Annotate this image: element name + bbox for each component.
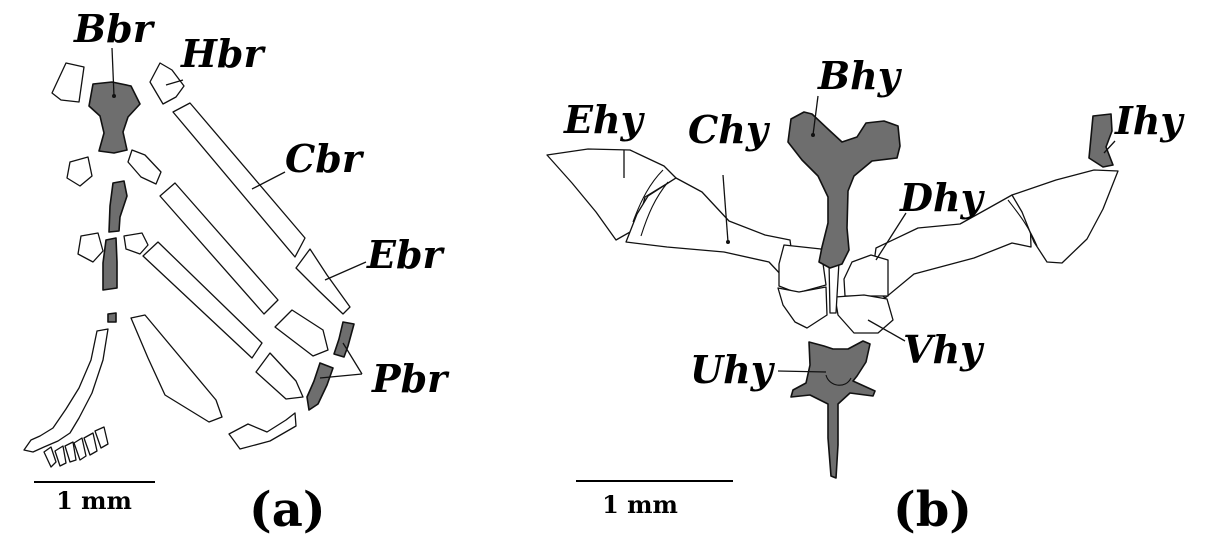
label-bhy: Bhy: [817, 53, 903, 98]
label-ehy: Ehy: [563, 97, 646, 142]
label-ihy: Ihy: [1114, 98, 1185, 143]
leader-pbr-1: [343, 343, 362, 374]
leader-ebr: [325, 262, 366, 280]
label-ebr: Ebr: [366, 232, 446, 277]
panel-label-a: (a): [249, 482, 326, 538]
bone-a-pharyngobranchial-2: [307, 363, 333, 410]
label-bbr: Bbr: [73, 6, 156, 51]
scale-bar-b-label: 1 mm: [602, 490, 678, 519]
bone-a-epibranchial-2: [275, 310, 328, 356]
label-hbr: Hbr: [180, 31, 266, 76]
label-pbr: Pbr: [371, 356, 450, 401]
bone-a-small-dot: [108, 313, 116, 322]
bone-a-basibranchial-2: [109, 181, 127, 232]
bone-b-urohyal: [791, 341, 875, 478]
scale-bar-a-label: 1 mm: [56, 486, 132, 515]
label-vhy: Vhy: [903, 327, 985, 372]
label-chy: Chy: [688, 107, 771, 152]
bone-a-epibranchial-1: [296, 249, 350, 314]
bone-a-ceratobranchial-4: [131, 315, 222, 422]
bone-a-hypobranchial-5: [124, 233, 148, 254]
panel-a: Bbr Hbr Cbr Ebr Pbr 1 mm (a): [24, 6, 450, 538]
bone-a-basibranchial-3: [103, 238, 117, 290]
bone-a-top-left-nub: [52, 63, 84, 102]
label-dhy: Dhy: [899, 175, 986, 220]
bone-b-hypohyal-left-upper: [779, 245, 826, 293]
bone-a-hypobranchial-1: [150, 63, 184, 104]
panel-b: Ehy Chy Bhy Ihy Dhy Vhy Uhy 1 mm (b): [547, 53, 1185, 538]
panel-label-b: (b): [893, 482, 972, 538]
bone-a-hypobranchial-2: [128, 150, 161, 184]
bone-b-interhyal: [1089, 114, 1113, 167]
bone-a-hypobranchial-3: [67, 157, 92, 186]
bone-a-hypobranchial-4: [78, 233, 103, 262]
bone-b-hypohyal-right-lower: [835, 295, 893, 333]
label-uhy: Uhy: [690, 347, 776, 392]
bone-b-hypohyal-left-lower: [778, 287, 827, 328]
bone-b-hypohyal-right-upper: [844, 255, 888, 296]
bone-a-pharyngobranchial-1: [334, 322, 354, 357]
bone-a-epibranchial-4: [229, 413, 296, 449]
leader-cbr: [252, 172, 285, 189]
bone-a-epibranchial-3: [256, 353, 303, 399]
bone-b-epihyal-right: [1012, 170, 1118, 263]
label-cbr: Cbr: [285, 136, 365, 181]
